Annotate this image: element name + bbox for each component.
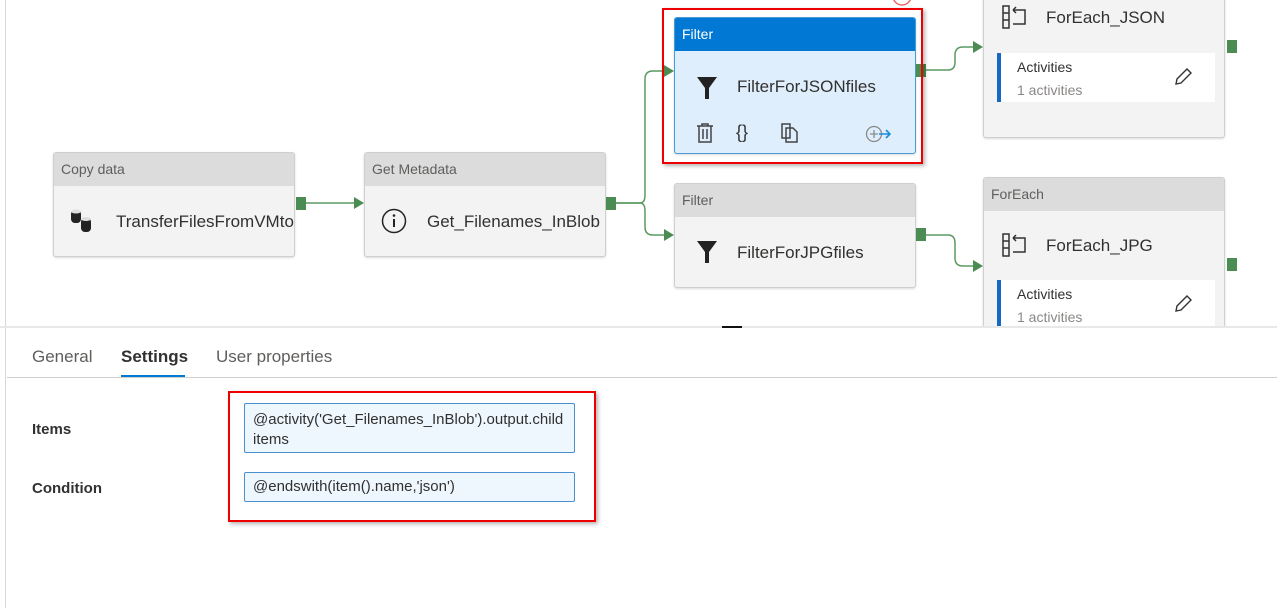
- arrowhead: [664, 65, 674, 77]
- connector-lines: [306, 0, 983, 272]
- highlight-box: [662, 8, 923, 164]
- activities-count: 1 activities: [1017, 82, 1083, 98]
- activities-box[interactable]: Activities 1 activities: [997, 53, 1215, 102]
- activity-get-metadata[interactable]: Get Metadata Get_Filenames_InBlob: [364, 152, 606, 257]
- activities-label: Activities: [1017, 286, 1073, 302]
- activity-name: ForEach_JPG: [1046, 235, 1153, 255]
- items-input[interactable]: @activity('Get_Filenames_InBlob').output…: [244, 403, 575, 453]
- edit-pencil-icon[interactable]: [1173, 294, 1193, 314]
- link-metadata-to-filter-json: [616, 70, 666, 204]
- info-icon: [381, 208, 407, 234]
- activity-foreach-jpg[interactable]: ForEach ForEach_JPG Activities 1 activit…: [983, 177, 1225, 326]
- link-filter-jpg-to-foreach: [926, 234, 975, 267]
- tab-settings[interactable]: Settings: [121, 347, 189, 366]
- output-connector[interactable]: [1227, 40, 1237, 53]
- output-connector[interactable]: [296, 197, 306, 210]
- activity-name: TransferFilesFromVMtoBlob: [116, 211, 294, 231]
- filter-icon: [697, 77, 717, 99]
- highlight-box: [228, 391, 596, 522]
- activity-filter-jpg[interactable]: Filter FilterForJPGfiles: [674, 183, 916, 288]
- active-tab-indicator: [121, 375, 185, 377]
- foreach-icon: [1002, 5, 1026, 29]
- red-circle-mark: [893, 0, 911, 6]
- splitter-handle[interactable]: [722, 326, 742, 328]
- items-label: Items: [32, 421, 72, 438]
- activity-type: Copy data: [54, 153, 294, 186]
- delete-icon[interactable]: [695, 122, 715, 144]
- activity-type: ForEach: [984, 178, 1224, 211]
- link-metadata-to-filter-jpg: [616, 202, 666, 236]
- add-output-icon[interactable]: [865, 124, 893, 144]
- activity-name: Get_Filenames_InBlob: [427, 211, 600, 231]
- arrowhead: [973, 41, 983, 53]
- activity-copy-data[interactable]: Copy data TransferFilesFromVMtoBlob: [53, 152, 295, 257]
- condition-label: Condition: [32, 480, 102, 497]
- activity-filter-json[interactable]: Filter FilterForJSONfiles {}: [674, 17, 916, 154]
- edit-pencil-icon[interactable]: [1173, 67, 1193, 87]
- code-icon[interactable]: {}: [736, 122, 749, 142]
- tabs-divider: [7, 377, 1277, 378]
- output-connector[interactable]: [606, 197, 616, 210]
- pipeline-canvas[interactable]: Copy data TransferFilesFromVMtoBlob Get …: [0, 0, 1277, 326]
- filter-icon: [697, 241, 717, 263]
- link-filter-json-to-foreach: [926, 46, 975, 71]
- output-connector[interactable]: [1227, 258, 1237, 271]
- condition-input[interactable]: @endswith(item().name,'json'): [244, 472, 575, 502]
- activity-foreach-json[interactable]: ForEach_JSON Activities 1 activities: [983, 0, 1225, 138]
- activity-name: FilterForJSONfiles: [737, 76, 876, 96]
- database-copy-icon: [71, 209, 91, 232]
- foreach-icon: [1002, 233, 1026, 257]
- panel-splitter[interactable]: [0, 326, 1277, 328]
- panel-left-border: [5, 0, 6, 608]
- arrowhead: [664, 229, 674, 241]
- activities-count: 1 activities: [1017, 309, 1083, 325]
- arrowhead: [354, 197, 364, 209]
- activity-name: FilterForJPGfiles: [737, 242, 864, 262]
- activity-type: Filter: [675, 184, 915, 217]
- activity-type: Filter: [675, 18, 915, 51]
- arrowhead: [973, 260, 983, 272]
- copy-icon[interactable]: [780, 122, 800, 144]
- output-connector[interactable]: [916, 228, 926, 241]
- tab-general[interactable]: General: [32, 347, 93, 366]
- tab-user-properties[interactable]: User properties: [216, 347, 333, 366]
- activities-label: Activities: [1017, 59, 1073, 75]
- activities-box[interactable]: Activities 1 activities: [997, 280, 1215, 326]
- activity-type: Get Metadata: [365, 153, 605, 186]
- activity-name: ForEach_JSON: [1046, 7, 1166, 27]
